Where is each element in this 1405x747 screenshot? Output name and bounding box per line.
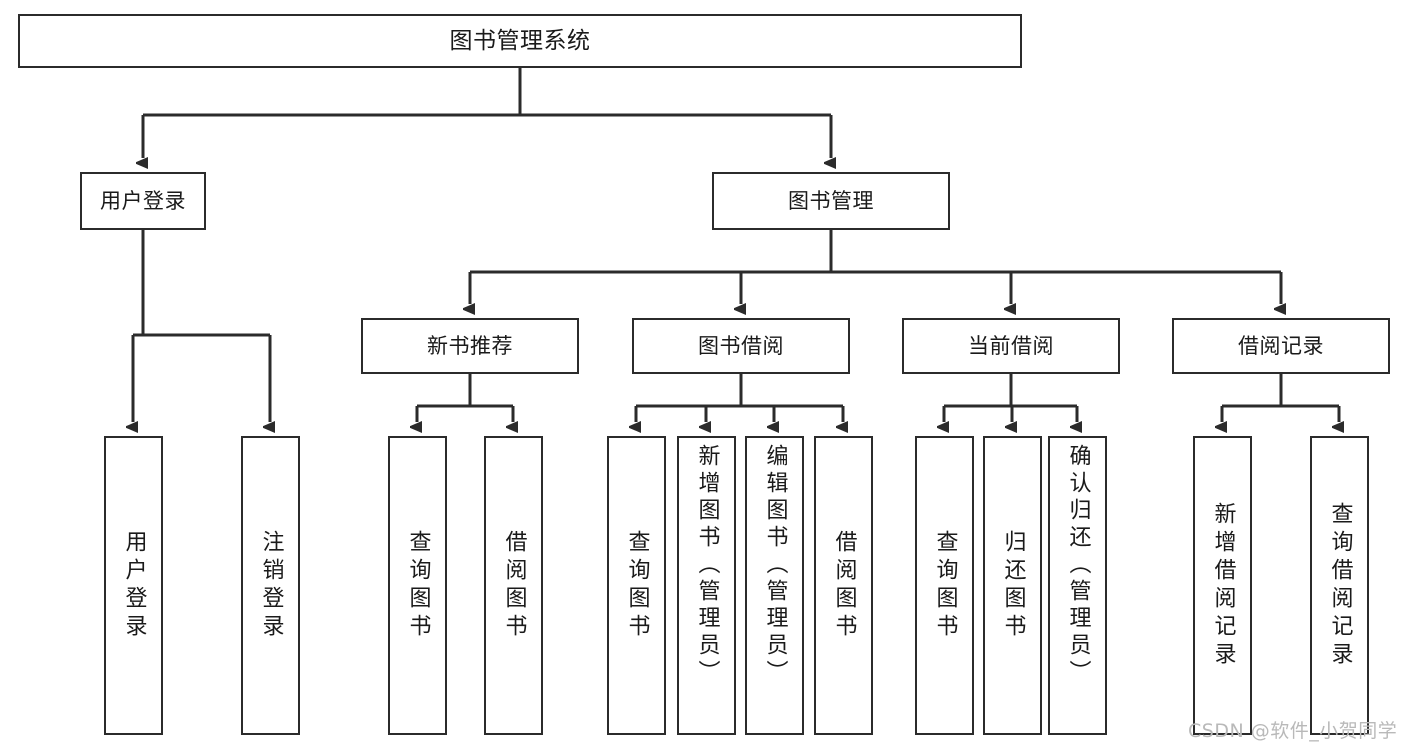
leaf-query-books-current-label: 查询图书	[932, 529, 958, 642]
leaf-query-books-current[interactable]: 查询图书	[915, 436, 974, 735]
leaf-query-books-new-label: 查询图书	[405, 529, 431, 642]
csdn-watermark: CSDN @软件_小贺同学	[1188, 720, 1398, 742]
leaf-borrow-book-label: 借阅图书	[831, 529, 857, 642]
node-new-book-recommend-label: 新书推荐	[427, 333, 513, 358]
leaf-return-book-label: 归还图书	[1000, 529, 1026, 642]
node-user-login-label: 用户登录	[100, 188, 186, 213]
leaf-edit-book-admin-label: 编辑图书（管理员）	[762, 444, 788, 687]
node-new-book-recommend[interactable]: 新书推荐	[361, 318, 579, 374]
node-user-login[interactable]: 用户登录	[80, 172, 206, 230]
leaf-borrow-book[interactable]: 借阅图书	[814, 436, 873, 735]
node-current-borrow[interactable]: 当前借阅	[902, 318, 1120, 374]
node-borrow-records-label: 借阅记录	[1238, 333, 1324, 358]
leaf-borrow-books-new[interactable]: 借阅图书	[484, 436, 543, 735]
leaf-confirm-return-admin-label: 确认归还（管理员）	[1065, 444, 1091, 687]
leaf-query-borrow-record[interactable]: 查询借阅记录	[1310, 436, 1369, 735]
leaf-return-book[interactable]: 归还图书	[983, 436, 1042, 735]
leaf-add-borrow-record-label: 新增借阅记录	[1210, 501, 1236, 670]
leaf-query-books-borrow-label: 查询图书	[624, 529, 650, 642]
node-book-management[interactable]: 图书管理	[712, 172, 950, 230]
leaf-query-books-borrow[interactable]: 查询图书	[607, 436, 666, 735]
leaf-logout-label: 注销登录	[258, 529, 284, 642]
leaf-add-book-admin[interactable]: 新增图书（管理员）	[677, 436, 736, 735]
node-book-borrow[interactable]: 图书借阅	[632, 318, 850, 374]
leaf-add-book-admin-label: 新增图书（管理员）	[694, 444, 720, 687]
node-book-borrow-label: 图书借阅	[698, 333, 784, 358]
leaf-logout[interactable]: 注销登录	[241, 436, 300, 735]
leaf-query-books-new[interactable]: 查询图书	[388, 436, 447, 735]
node-book-management-label: 图书管理	[788, 188, 874, 213]
leaf-user-login[interactable]: 用户登录	[104, 436, 163, 735]
node-root-label: 图书管理系统	[449, 27, 591, 54]
node-root[interactable]: 图书管理系统	[18, 14, 1022, 68]
node-current-borrow-label: 当前借阅	[968, 333, 1054, 358]
node-borrow-records[interactable]: 借阅记录	[1172, 318, 1390, 374]
leaf-add-borrow-record[interactable]: 新增借阅记录	[1193, 436, 1252, 735]
leaf-query-borrow-record-label: 查询借阅记录	[1327, 501, 1353, 670]
leaf-user-login-label: 用户登录	[121, 529, 147, 642]
leaf-borrow-books-new-label: 借阅图书	[501, 529, 527, 642]
leaf-edit-book-admin[interactable]: 编辑图书（管理员）	[745, 436, 804, 735]
leaf-confirm-return-admin[interactable]: 确认归还（管理员）	[1048, 436, 1107, 735]
